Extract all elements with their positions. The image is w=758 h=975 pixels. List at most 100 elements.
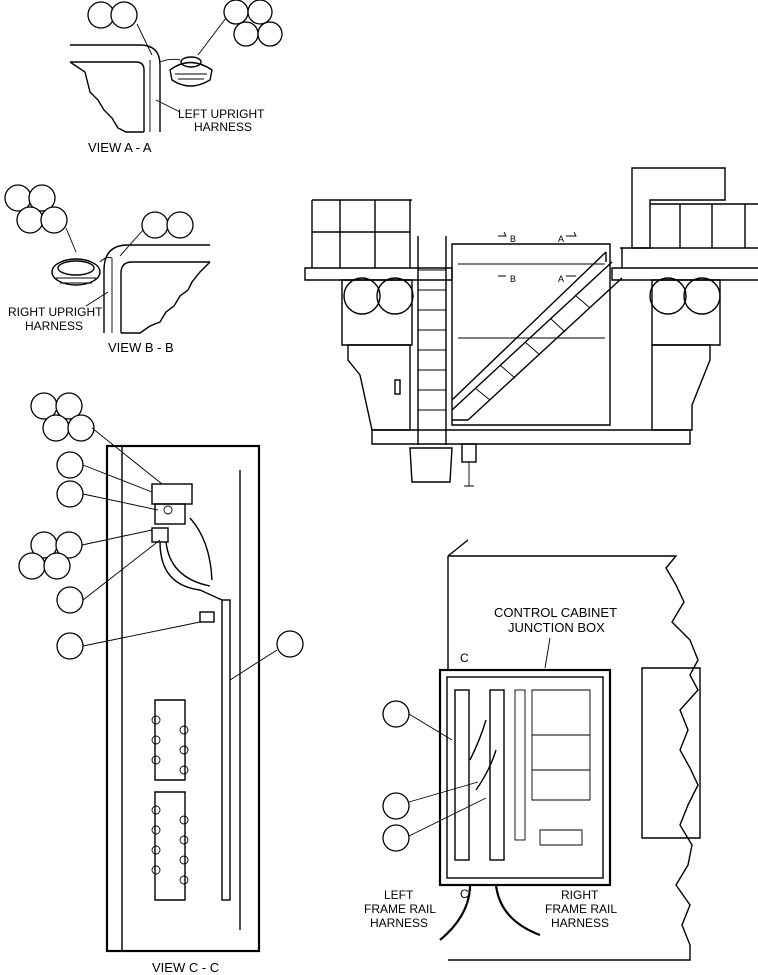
marker-light-ribs	[175, 73, 207, 80]
leader-line	[544, 637, 551, 669]
section-a-top: A	[558, 234, 564, 244]
leader-lines	[81, 427, 278, 681]
junction-box-cable	[464, 462, 474, 487]
right-strut	[651, 344, 711, 431]
leader-line	[197, 17, 227, 56]
callout-bubble	[67, 414, 95, 442]
bolt-icon	[163, 505, 173, 515]
callout-bubble	[42, 414, 70, 442]
left-tank	[341, 279, 413, 346]
terminal-screws	[151, 715, 189, 885]
callout-bubble	[110, 1, 138, 29]
callout-bubble	[16, 206, 44, 234]
upright-frame	[70, 44, 161, 132]
panel-outline	[105, 444, 261, 953]
callout-bubble	[28, 184, 56, 212]
leader-lines	[408, 713, 487, 837]
cab-body	[451, 243, 611, 426]
section-c-bottom: C	[460, 887, 469, 901]
terminal-rail	[489, 689, 505, 861]
left-upright-harness-label-1: LEFT UPRIGHT	[178, 107, 265, 121]
callout-bubble	[141, 211, 169, 239]
wire-bundle	[159, 517, 223, 601]
callout-bubble	[382, 824, 410, 852]
leader-line	[85, 291, 109, 307]
left-strut	[347, 344, 411, 431]
relay-panel	[531, 689, 591, 801]
stair-handrail	[451, 251, 607, 401]
left-tank-circle	[343, 277, 381, 315]
mount-block	[151, 483, 193, 505]
right-harness-label-3: HARNESS	[551, 916, 609, 930]
section-a-bottom: A	[558, 274, 564, 284]
junction-box-outline	[438, 668, 612, 887]
callout-bubble	[56, 451, 84, 479]
callout-bubble	[56, 632, 84, 660]
left-harness-label-3: HARNESS	[370, 916, 428, 930]
terminal-rail	[514, 689, 526, 841]
frame-break-edge	[121, 261, 211, 334]
left-upright-harness-label-2: HARNESS	[194, 120, 252, 134]
leader-line	[119, 229, 144, 257]
breaker	[539, 829, 583, 846]
connector-block	[151, 527, 169, 543]
view-c-title: VIEW C - C	[152, 960, 219, 975]
right-upper-structure	[631, 167, 726, 249]
callout-bubble	[382, 792, 410, 820]
view-b-title: VIEW B - B	[108, 340, 174, 355]
leader-line	[155, 99, 181, 113]
frame-break-edge	[69, 61, 144, 133]
harness-line	[99, 257, 113, 333]
stair-stringers	[451, 261, 623, 421]
junction-box-under	[461, 443, 477, 463]
right-harness-cable	[494, 884, 541, 937]
harness-connector	[159, 58, 181, 63]
step-box	[409, 447, 453, 483]
right-upright-harness-label-1: RIGHT UPRIGHT	[8, 305, 103, 319]
marker-light-ribs	[56, 277, 96, 284]
main-frame	[371, 429, 691, 445]
internal-wiring	[469, 719, 497, 791]
callout-bubble	[233, 21, 259, 47]
callout-bubble	[382, 700, 410, 728]
right-upright-harness-label-2: HARNESS	[25, 319, 83, 333]
side-door	[641, 667, 701, 839]
marker-light-icon	[51, 258, 101, 286]
stair-treads	[474, 294, 591, 401]
cab-panels	[458, 263, 605, 339]
left-tank-circle	[376, 277, 414, 315]
right-harness-label-1: RIGHT	[561, 888, 599, 902]
left-harness-cable	[439, 884, 472, 941]
truck-elevation: B A B A	[304, 167, 758, 487]
section-c-top: C	[460, 651, 469, 665]
left-strut-marker	[394, 379, 401, 395]
callout-bubble	[247, 0, 273, 25]
view-c-c: VIEW C - C	[18, 392, 304, 975]
callout-bubble	[166, 211, 194, 239]
callout-bubble	[56, 586, 84, 614]
left-deck-railing	[311, 199, 412, 268]
control-cabinet: CONTROL CABINET JUNCTION BOX C C LEFT FR…	[364, 539, 701, 961]
upright-frame	[103, 244, 210, 333]
wire-plug	[199, 611, 215, 623]
terminal-strip	[154, 699, 186, 901]
callout-bubble	[43, 552, 71, 580]
right-harness-label-2: FRAME RAIL	[545, 902, 617, 916]
section-b-top: B	[510, 234, 516, 244]
section-arrows	[498, 231, 577, 277]
callout-bubble	[257, 21, 283, 47]
left-harness-label-1: LEFT	[384, 888, 414, 902]
leader-line	[136, 23, 153, 56]
callout-bubble	[55, 392, 83, 420]
section-b-bottom: B	[510, 274, 516, 284]
marker-light-base	[180, 56, 202, 68]
terminal-rail	[454, 689, 470, 861]
callout-bubble	[18, 552, 46, 580]
support-rod	[221, 599, 231, 901]
callout-bubble	[223, 0, 249, 25]
ladder-rungs	[418, 269, 446, 411]
right-tank	[651, 279, 721, 346]
callout-bubble	[276, 630, 304, 658]
right-tank-circle	[683, 277, 721, 315]
